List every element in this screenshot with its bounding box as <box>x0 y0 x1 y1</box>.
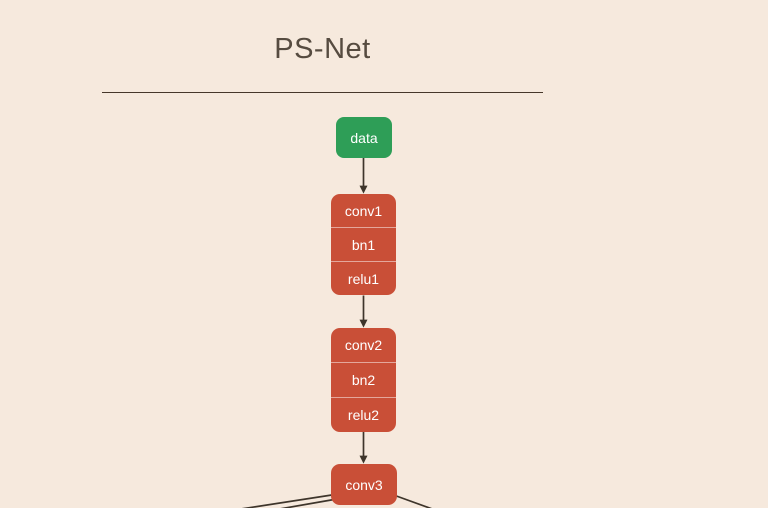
edge-conv1-conv2 <box>359 295 368 328</box>
arrowhead-icon <box>359 455 368 464</box>
layer-row-relu2[interactable]: relu2 <box>331 397 396 432</box>
arrowhead-icon <box>359 185 368 194</box>
edge-conv2-conv3 <box>359 432 368 464</box>
layer-row-conv3[interactable]: conv3 <box>345 476 383 493</box>
title-divider <box>102 92 543 93</box>
layer-row-bn1[interactable]: bn1 <box>331 227 396 261</box>
arrowhead-icon <box>359 319 368 328</box>
node-conv2-block[interactable]: conv2 bn2 relu2 <box>331 328 396 432</box>
edge-conv3-offscreen-left-1 <box>241 493 336 508</box>
node-conv1-block[interactable]: conv1 bn1 relu1 <box>331 194 396 295</box>
edge-conv3-offscreen-left-2 <box>280 498 335 508</box>
edge-data-conv1 <box>359 158 368 194</box>
node-data[interactable]: data <box>336 117 392 158</box>
edge-conv3-offscreen-right <box>394 494 433 508</box>
page-title: PS-Net <box>274 33 371 65</box>
layer-row-conv1[interactable]: conv1 <box>344 202 383 219</box>
node-conv3-block[interactable]: conv3 <box>331 464 397 505</box>
node-data-label: data <box>350 129 378 146</box>
layer-row-bn2[interactable]: bn2 <box>331 362 396 397</box>
layer-row-relu1[interactable]: relu1 <box>331 261 396 295</box>
layer-row-conv2[interactable]: conv2 <box>344 337 383 353</box>
